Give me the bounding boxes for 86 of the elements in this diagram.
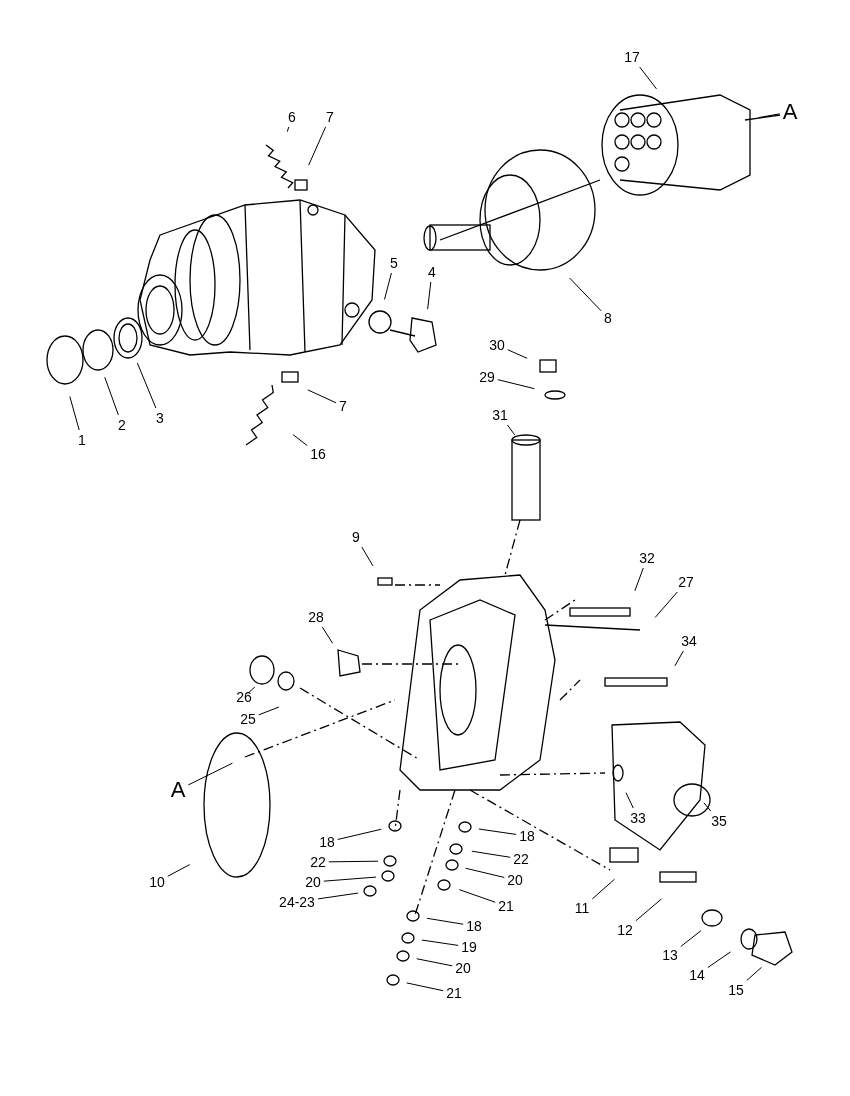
callout-number: 7 [338,398,348,414]
callout-number: 17 [623,49,641,65]
callout-number: 22 [309,854,327,870]
leader-line [635,898,662,922]
callout-number: 16 [309,446,327,462]
leader-line [426,917,464,925]
callout-number: 2 [117,417,127,433]
leader-line [167,864,191,877]
callout-number: 28 [307,609,325,625]
leader-line [707,951,731,969]
callout-number: 11 [573,900,591,916]
leader-line [478,828,517,835]
leader-line [323,876,377,882]
callout-number: 21 [497,898,515,914]
leader-line [247,686,256,695]
section-reference-letter: A [169,778,187,802]
leader-line [703,802,712,812]
callout-number: 29 [478,369,496,385]
leader-line [634,567,644,592]
callout-number: 26 [235,689,253,705]
callout-number: 33 [629,810,647,826]
leader-line [361,546,374,567]
callout-number: 4 [427,264,437,280]
leader-line [421,939,459,946]
leader-line [104,376,119,416]
callout-number: 27 [677,574,695,590]
leader-line [427,281,432,310]
leader-line [680,930,702,947]
callout-number: 25 [239,711,257,727]
callout-number: 12 [616,922,634,938]
leader-line [471,850,511,858]
leader-line [321,626,333,644]
callout-number: 35 [710,813,728,829]
leader-line [497,379,535,390]
leader-line [758,113,781,119]
callout-number: 8 [603,310,613,326]
leader-line [258,706,280,716]
leader-line [187,762,233,786]
leader-line [416,958,453,967]
callout-number: 24-23 [278,894,316,910]
leader-line [328,860,379,863]
leader-line [308,126,327,166]
leader-line [384,272,392,300]
leader-line [69,396,80,431]
callout-number: 20 [304,874,322,890]
leader-line [639,66,657,90]
leader-line [625,792,634,809]
leader-line [136,362,157,409]
leader-line [746,966,763,981]
leader-line [674,650,684,667]
callout-number: 14 [688,967,706,983]
leader-line [307,389,337,404]
callout-number: 18 [518,828,536,844]
leader-line [569,277,602,312]
callout-number: 21 [445,985,463,1001]
callout-number: 34 [680,633,698,649]
callout-number: 5 [389,255,399,271]
callout-number: 31 [491,407,509,423]
callout-number: 3 [155,410,165,426]
callout-number: 32 [638,550,656,566]
callout-number: 6 [287,109,297,125]
leader-line [458,889,496,903]
leader-line [465,867,505,878]
leader-line [654,591,678,618]
leader-line [506,424,516,436]
callout-number: 13 [661,947,679,963]
leader-line [286,126,290,133]
leader-line [591,878,615,900]
callout-number: 15 [727,982,745,998]
callout-number: 20 [506,872,524,888]
callout-number: 9 [351,529,361,545]
callout-number: 20 [454,960,472,976]
callout-number: 18 [318,834,336,850]
leader-line [292,434,308,447]
callout-number: 19 [460,939,478,955]
callout-number: 7 [325,109,335,125]
leader-line [507,349,528,359]
leader-line [406,982,444,992]
leader-line [317,892,359,900]
callout-number: 10 [148,874,166,890]
leader-line [337,828,382,840]
callout-number: 30 [488,337,506,353]
section-reference-letter: A [781,100,799,124]
callout-number: 22 [512,851,530,867]
callout-number: 18 [465,918,483,934]
callout-number: 1 [77,432,87,448]
